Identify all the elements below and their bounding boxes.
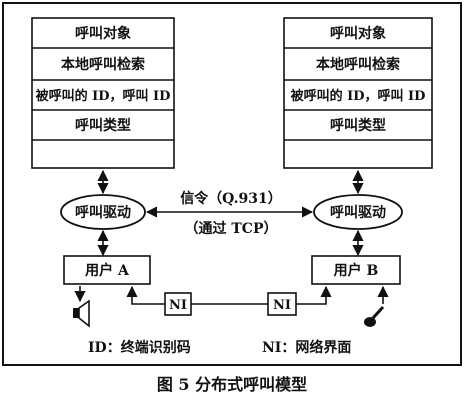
ni-left-label: NI bbox=[169, 298, 187, 313]
id-legend: ID：终端识别码 bbox=[88, 339, 191, 356]
outer-frame bbox=[2, 2, 462, 366]
network-path-left bbox=[126, 285, 165, 305]
user-b-box: 用户 B bbox=[311, 255, 401, 285]
figure-caption: 图 5 分布式呼叫模型 bbox=[157, 375, 307, 394]
left-row-call-object: 呼叫对象 bbox=[75, 25, 131, 42]
ni-right-label: NI bbox=[273, 298, 291, 313]
network-path-right bbox=[296, 285, 332, 305]
right-row-call-ids: 被呼叫的 ID，呼叫 ID bbox=[290, 88, 426, 104]
signaling-transport-label: （通过 TCP） bbox=[185, 220, 278, 237]
user-b-label: 用户 B bbox=[334, 262, 379, 279]
left-stack: 呼叫对象 本地呼叫检索 被呼叫的 ID，呼叫 ID 呼叫类型 bbox=[31, 17, 175, 169]
left-call-driver: 呼叫驱动 bbox=[60, 194, 146, 230]
left-row-call-ids: 被呼叫的 ID，呼叫 ID bbox=[35, 88, 171, 104]
right-call-driver: 呼叫驱动 bbox=[313, 194, 403, 230]
right-row-call-type: 呼叫类型 bbox=[330, 117, 386, 134]
user-a-box: 用户 A bbox=[63, 255, 151, 285]
speaker-icon bbox=[73, 299, 90, 328]
ni-legend: NI：网络界面 bbox=[262, 339, 351, 356]
user-a-label: 用户 A bbox=[85, 262, 130, 279]
signaling-label: 信令（Q.931） bbox=[180, 190, 282, 207]
left-call-driver-label: 呼叫驱动 bbox=[75, 204, 131, 221]
right-row-local-call-search: 本地呼叫检索 bbox=[316, 56, 400, 73]
left-row-call-type: 呼叫类型 bbox=[75, 117, 131, 134]
ni-left-box: NI bbox=[164, 292, 192, 316]
right-stack: 呼叫对象 本地呼叫检索 被呼叫的 ID，呼叫 ID 呼叫类型 bbox=[283, 17, 433, 169]
left-row-local-call-search: 本地呼叫检索 bbox=[61, 56, 145, 73]
ni-right-box: NI bbox=[267, 292, 297, 316]
right-row-call-object: 呼叫对象 bbox=[330, 25, 386, 42]
right-call-driver-label: 呼叫驱动 bbox=[330, 204, 386, 221]
microphone-icon bbox=[364, 305, 385, 327]
